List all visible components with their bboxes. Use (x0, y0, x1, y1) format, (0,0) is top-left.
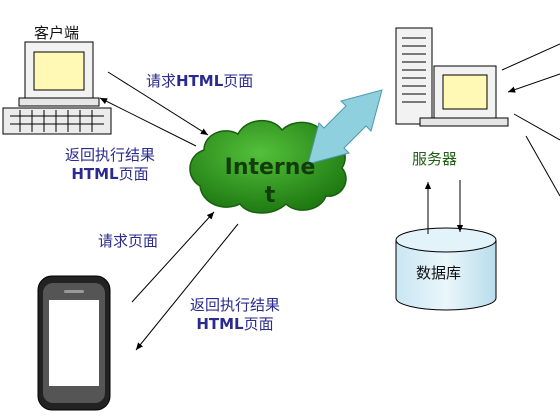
client-computer-icon (2, 41, 112, 135)
server-label: 服务器 (412, 150, 458, 168)
offscreen-arrow-4 (525, 135, 560, 197)
client-request-suffix: 页面 (223, 72, 254, 90)
client-return-label: 返回执行结果 HTML页面 (44, 146, 176, 184)
internet-label: Interne t (200, 154, 340, 210)
internet-label-line2: t (264, 183, 276, 208)
client-request-prefix: 请求 (146, 72, 177, 90)
phone-return-suffix: 页面 (243, 315, 274, 333)
phone-return-line2: HTML页面 (172, 315, 298, 334)
client-request-bold: HTML (176, 72, 224, 90)
link-arrow-icon (307, 89, 383, 165)
offscreen-arrow-2 (507, 73, 560, 93)
phone-request-label: 请求页面 (98, 232, 159, 250)
database-label: 数据库 (416, 264, 462, 282)
client-return-line2: HTML页面 (44, 165, 176, 184)
offscreen-arrow-1 (501, 43, 560, 71)
client-return-arrow (99, 97, 197, 147)
database-icon (395, 227, 497, 311)
mobile-phone-icon (37, 275, 111, 411)
client-request-label: 请求HTML页面 (146, 72, 253, 91)
server-icon (395, 27, 509, 127)
phone-return-arrow (135, 223, 239, 351)
client-request-arrow (107, 71, 209, 136)
client-return-suffix: 页面 (118, 165, 149, 183)
phone-return-label: 返回执行结果 HTML页面 (172, 296, 298, 334)
phone-return-bold: HTML (196, 315, 244, 333)
phone-request-arrow (131, 211, 215, 303)
phone-return-line1: 返回执行结果 (189, 296, 280, 314)
client-return-bold: HTML (71, 165, 119, 183)
internet-label-line1: Interne (224, 155, 316, 180)
client-label: 客户端 (34, 24, 80, 42)
offscreen-arrow-3 (513, 113, 560, 141)
client-return-line1: 返回执行结果 (64, 146, 155, 164)
